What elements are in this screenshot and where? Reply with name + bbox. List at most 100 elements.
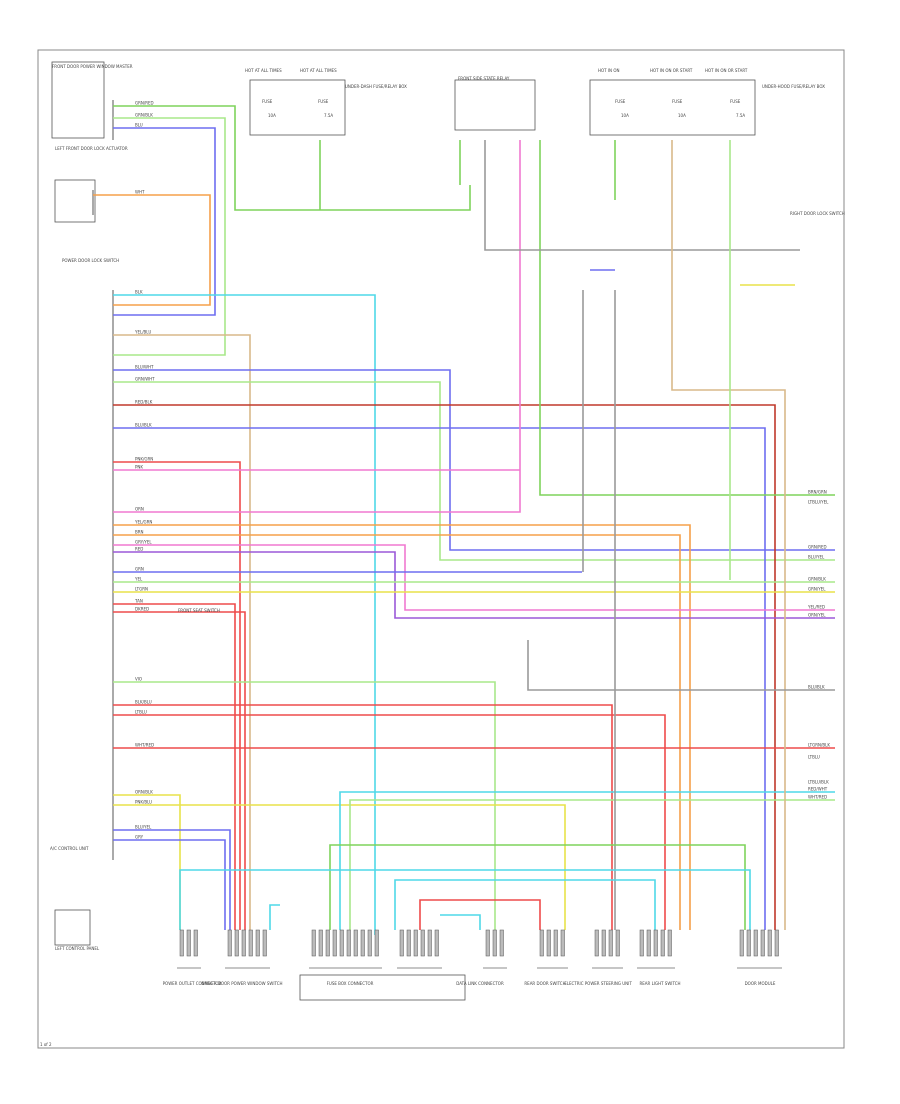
- wire-blu-loop: [113, 127, 216, 316]
- connector-pin: [311, 929, 316, 957]
- wire-label-left: YEL/BLU: [134, 330, 151, 335]
- footer-code: 1 of 2: [40, 1042, 52, 1047]
- fuse-box-right: [589, 79, 756, 136]
- wire-label-left: GRN/RED: [135, 101, 154, 106]
- wire-orn-loop: [93, 194, 211, 306]
- wire-ltgrn-right: [113, 381, 835, 561]
- connector-pin: [255, 929, 260, 957]
- label-lower-left2: LEFT CONTROL PANEL: [55, 946, 100, 951]
- lower-left-box: [54, 909, 91, 946]
- wire-label-left: BLU: [135, 123, 143, 128]
- connectors: [177, 929, 782, 969]
- wire-tan-1: [113, 334, 251, 930]
- connector-pin: [646, 929, 651, 957]
- wire-label-left: LTGRN: [135, 587, 148, 592]
- wire-yel-1: [113, 794, 181, 930]
- wire-grn-loopbottom: [329, 844, 746, 930]
- wire-label-right: WHT/RED: [808, 795, 827, 800]
- connector-pin: [660, 929, 665, 957]
- wire-blu-bottom2: [113, 839, 226, 930]
- connector-pin: [546, 929, 551, 957]
- connector-pin: [262, 929, 267, 957]
- wire-label-left: PNK/BLU: [135, 800, 152, 805]
- connector-pin: [420, 929, 425, 957]
- connector-label: FUSE BOX CONNECTOR: [327, 981, 374, 986]
- connector-pin: [608, 929, 613, 957]
- connector-pin: [615, 929, 620, 957]
- fuse-amp-1: 7.5A: [324, 113, 333, 118]
- component-boxes: [51, 61, 756, 1001]
- wire-label-right: GRN/RED: [808, 545, 827, 550]
- wire-red-2: [113, 603, 236, 930]
- relay-box: [454, 79, 536, 131]
- connector-pin: [653, 929, 658, 957]
- label-under-hood-fuse: UNDER-HOOD FUSE/RELAY BOX: [762, 84, 825, 89]
- wire-ltblu-loop2: [394, 879, 656, 930]
- wire-ltgrn-3: [113, 681, 496, 930]
- connector-pin: [560, 929, 565, 957]
- connector-pin: [339, 929, 344, 957]
- wire-label-right: YEL/RED: [807, 605, 825, 610]
- wire-label-right: RED/WHT: [808, 787, 828, 792]
- connector-pin: [332, 929, 337, 957]
- connector-label: DATA LINK CONNECTOR: [456, 981, 504, 986]
- wire-label-right: LTBLU: [808, 755, 820, 760]
- fuse-label-2: FUSE: [615, 99, 626, 104]
- connector-pin: [539, 929, 544, 957]
- label-mid-switch: FRONT SEAT SWITCH: [178, 608, 220, 613]
- connector-pin: [594, 929, 599, 957]
- wire-label-left: GRY: [135, 835, 144, 840]
- header-relay: FRONT SIDE STATE RELAY: [458, 76, 510, 81]
- header-hot-1: HOT AT ALL TIMES: [245, 68, 282, 73]
- wire-label-left: LTBLU: [135, 710, 147, 715]
- wire-label-left: BRN: [135, 530, 144, 535]
- wire-label-right: BLU/YEL: [808, 555, 825, 560]
- wire-label-left: YEL: [134, 577, 143, 582]
- wire-label-left: TAN: [134, 599, 143, 604]
- wire-grn-vert: [539, 140, 835, 496]
- connector-pin: [227, 929, 232, 957]
- wire-labels: GRN/REDGRN/BLKBLUWHTBLKYEL/BLUBLU/WHTGRN…: [134, 101, 830, 840]
- connector-pin: [485, 929, 490, 957]
- wire-label-left: RED: [135, 547, 143, 552]
- wire-pnk-up: [113, 140, 521, 513]
- connector-label: REAR DOOR SWITCH: [524, 981, 565, 986]
- connector-pin: [667, 929, 672, 957]
- label-module-top: FRONT DOOR POWER WINDOW MASTER: [52, 64, 133, 69]
- connector-pin: [360, 929, 365, 957]
- connector-pin: [193, 929, 198, 957]
- connector-pin: [318, 929, 323, 957]
- connector-pin: [639, 929, 644, 957]
- connector-pin: [760, 929, 765, 957]
- wire-label-right: LTBLU/YEL: [808, 500, 829, 505]
- wire-red-1: [113, 461, 241, 930]
- wire-ltblu-small2: [440, 914, 481, 930]
- fuse-amp-2: 10A: [621, 113, 629, 118]
- connector-pin: [753, 929, 758, 957]
- wire-tan-long: [671, 140, 786, 930]
- wire-label-right: GRN/YEL: [808, 587, 826, 592]
- connector-pin: [367, 929, 372, 957]
- wire-red-4: [113, 704, 613, 930]
- wire-label-left: PNK/GRN: [135, 457, 153, 462]
- connector-pin: [325, 929, 330, 957]
- label-switch: POWER DOOR LOCK SWITCH: [62, 258, 119, 263]
- connector-pin: [353, 929, 358, 957]
- label-right-sensor: RIGHT DOOR LOCK SWITCH: [790, 211, 845, 216]
- wire-label-left: ORN/BLK: [135, 790, 153, 795]
- wire-red-5: [113, 714, 666, 930]
- wire-label-right: BRN/GRN: [808, 490, 827, 495]
- wire-label-left: RED/BLK: [135, 400, 153, 405]
- wire-label-left: PNK: [135, 465, 143, 470]
- label-left-sensor: LEFT FRONT DOOR LOCK ACTUATOR: [55, 146, 128, 151]
- wire-yel-2: [113, 804, 566, 930]
- wire-label-left: DKRED: [135, 607, 149, 612]
- fuse-amp-3: 10A: [678, 113, 686, 118]
- wire-label-left: GRN/WHT: [135, 377, 155, 382]
- connector-pin: [186, 929, 191, 957]
- fuse-box-left: [249, 79, 346, 136]
- wire-ltblu-loop: [179, 869, 751, 930]
- connector-label: POWER OUTLET CONNECTOR: [163, 981, 222, 986]
- connector-pin: [346, 929, 351, 957]
- fuse-label-3: FUSE: [672, 99, 683, 104]
